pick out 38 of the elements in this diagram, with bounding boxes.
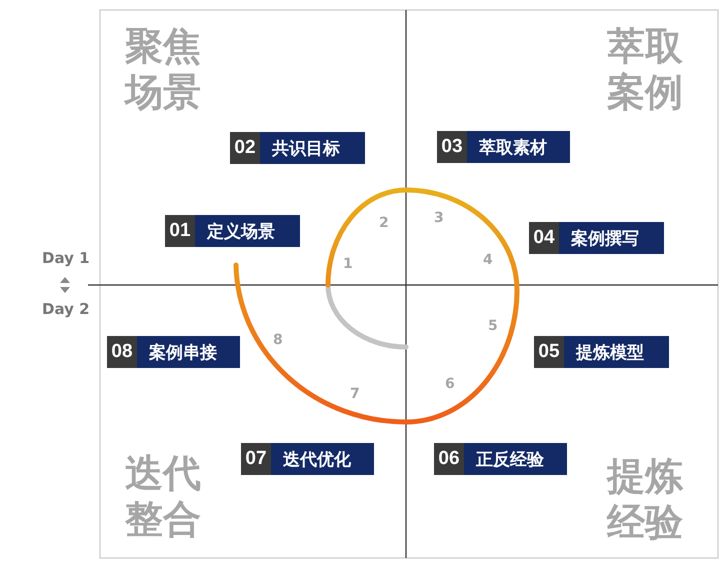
- day-label: Day 2: [42, 300, 90, 318]
- quadrant-title: 提炼经验: [607, 453, 684, 545]
- spiral-number: 5: [488, 318, 498, 334]
- step-banner: [437, 131, 570, 163]
- step-banner: [165, 215, 300, 247]
- step-title: 萃取素材: [478, 136, 548, 158]
- spiral-number: 3: [434, 210, 444, 226]
- step-title: 正反经验: [475, 448, 545, 470]
- spiral-number: 1: [343, 256, 353, 272]
- step-title: 案例串接: [148, 342, 218, 364]
- spiral-number: 8: [273, 332, 283, 348]
- step-number: 04: [529, 222, 559, 254]
- step-title: 提炼模型: [574, 342, 645, 364]
- spiral-number: 6: [445, 376, 455, 392]
- step-number: 08: [107, 336, 137, 368]
- step-title: 迭代优化: [282, 448, 352, 470]
- quadrant-title: 萃取案例: [607, 23, 684, 115]
- spiral-number: 2: [379, 215, 389, 231]
- step-title: 共识目标: [271, 138, 341, 160]
- step-banner: [107, 336, 240, 368]
- step-number: 05: [534, 336, 564, 368]
- step-number: 06: [434, 443, 464, 475]
- spiral-number: 4: [483, 252, 493, 268]
- step-number: 02: [230, 132, 260, 164]
- step-number: 03: [437, 131, 467, 163]
- step-title: 案例撰写: [570, 228, 640, 250]
- step-banner: [230, 132, 365, 164]
- quadrant-title: 迭代整合: [125, 450, 202, 542]
- step-banner: [241, 443, 374, 475]
- spiral-number: 7: [350, 386, 360, 402]
- step-title: 定义场景: [206, 220, 276, 242]
- quadrant-title: 聚焦场景: [125, 23, 202, 115]
- step-banner: [534, 336, 669, 368]
- step-number: 07: [241, 443, 271, 475]
- step-number: 01: [165, 215, 195, 247]
- day-label: Day 1: [42, 249, 90, 267]
- step-banner: [434, 443, 567, 475]
- step-banner: [529, 222, 664, 254]
